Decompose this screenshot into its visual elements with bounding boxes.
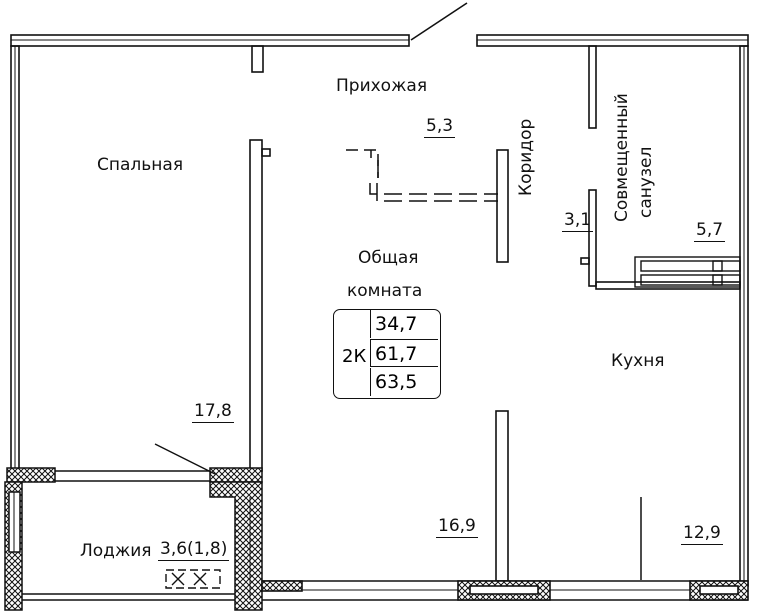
bathroom-walls [580,45,741,290]
hallway-area: 5,3 [424,116,456,138]
top-wall [10,34,749,47]
loggia-right-wall [209,481,263,611]
corridor-name: Коридор [516,118,536,196]
bathroom-fixtures [634,256,741,288]
bottom-wall [261,580,749,601]
bedroom-name: Спальная [97,155,184,175]
apartment-type: 2К [342,346,367,367]
loggia-radiator [165,569,221,589]
entry-door-leaf [410,2,468,41]
corridor-partition [496,149,509,263]
hallway-name: Прихожая [336,76,428,96]
loggia-name: Лоджия [80,541,152,561]
loggia-left-wall [4,481,23,611]
corridor-area: 3,1 [562,210,594,232]
living-area-value: 34,7 [370,310,438,338]
kitchen-name: Кухня [611,351,665,371]
loggia-window-line [6,443,263,483]
hallway-closet-outline [346,149,498,202]
left-wall [10,45,20,472]
bathroom-name-line1: Совмещенный [612,93,632,222]
loggia-bottom [22,593,235,601]
total-area-value: 61,7 [370,339,438,367]
kitchen-area: 12,9 [681,523,723,545]
area-summary-box: 2К 34,7 61,7 63,5 [333,309,441,399]
loggia-area: 3,6(1,8) [158,539,230,561]
total-with-loggia-value: 63,5 [370,368,438,396]
right-wall [739,45,749,587]
bathroom-area: 5,7 [694,220,726,242]
bedroom-door-stub [251,45,264,73]
bedroom-partition [249,139,271,472]
bedroom-area: 17,8 [192,401,234,423]
living-room-name-line2: комната [347,281,423,301]
living-room-name-line1: Общая [358,248,419,268]
bathroom-name-line2: санузел [636,146,656,218]
living-room-area: 16,9 [436,516,478,538]
kitchen-partition [495,410,509,582]
